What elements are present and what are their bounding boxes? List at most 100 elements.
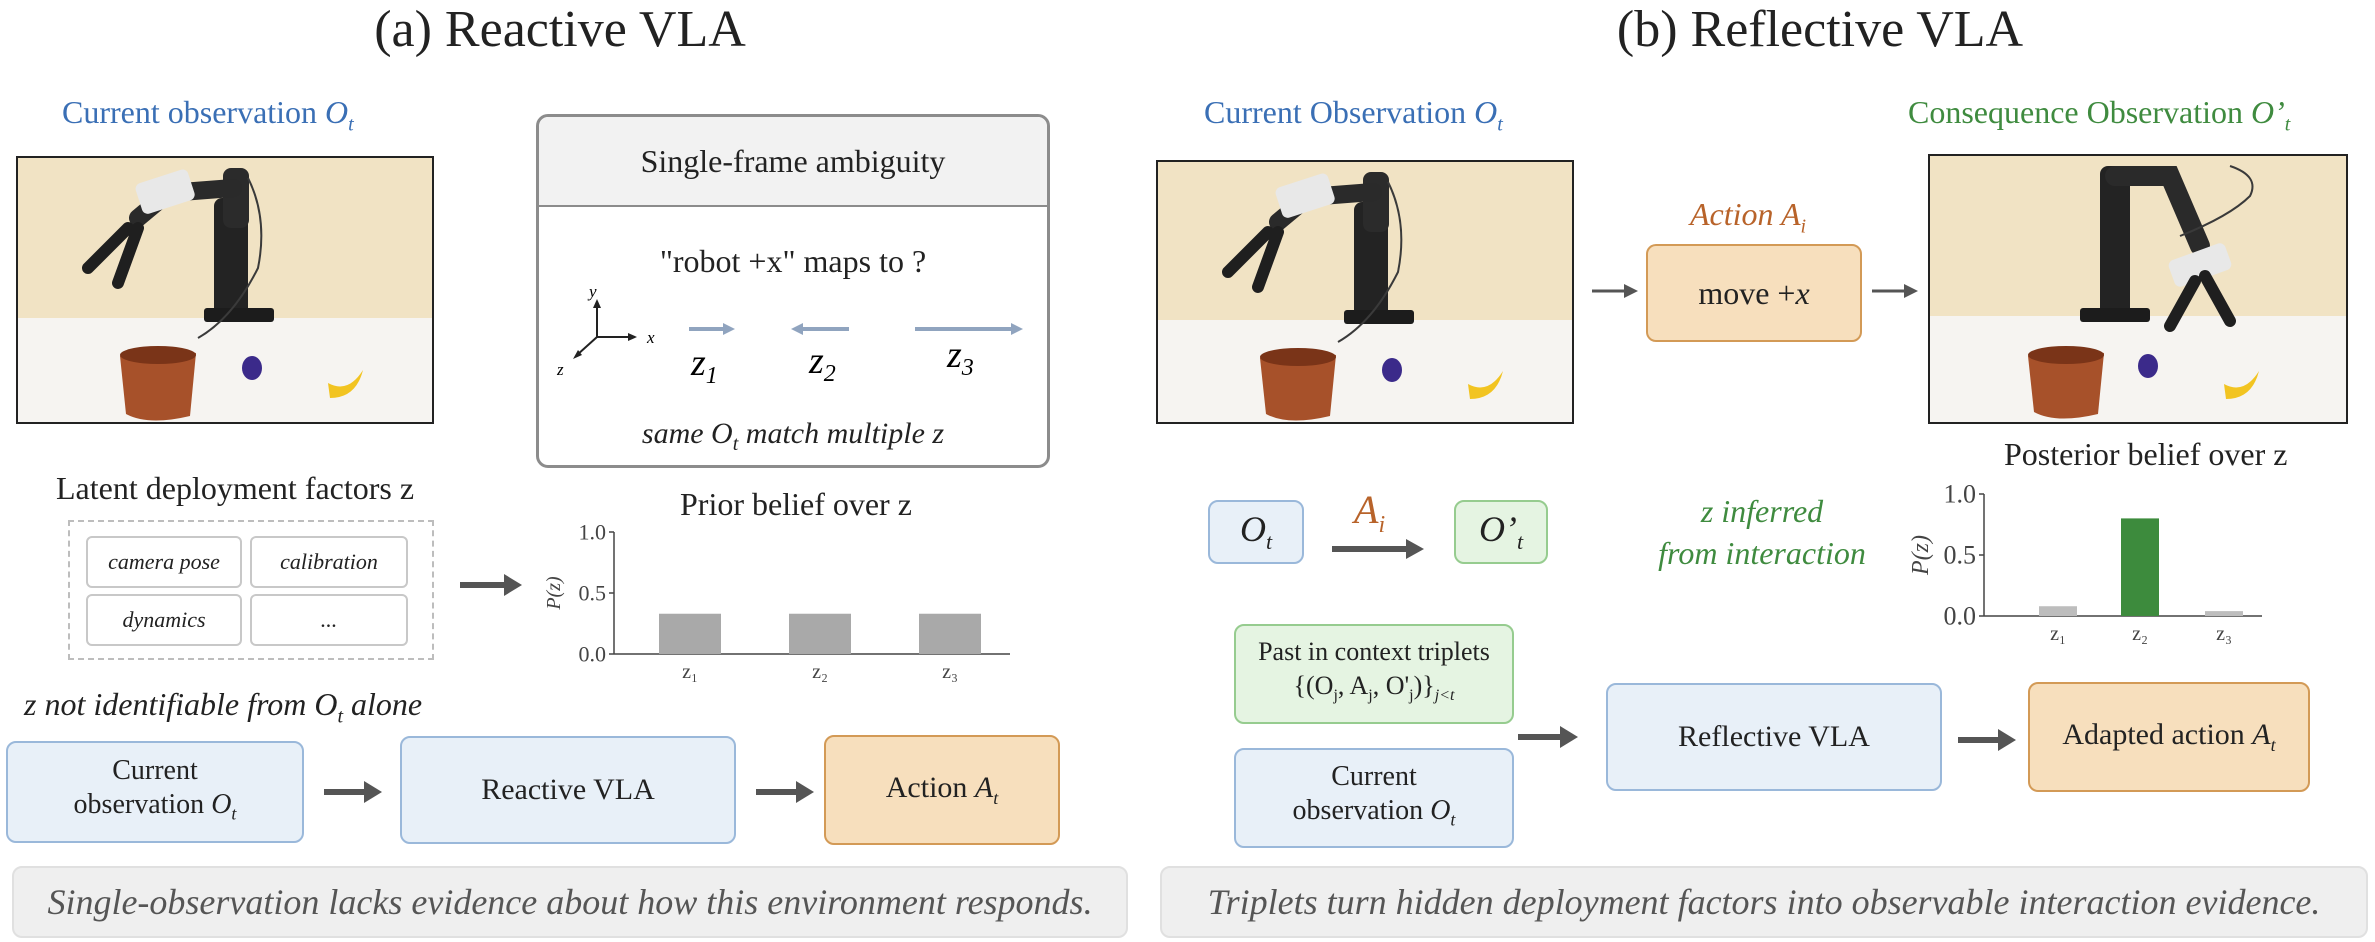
- obs-label-text: Current observation: [62, 94, 326, 130]
- triplet-a-sym: A: [1354, 487, 1379, 532]
- z3-label: z3: [946, 334, 974, 381]
- triplet-o2-sub: t: [1516, 529, 1524, 555]
- footer-pre: same: [641, 417, 712, 450]
- bar-3: [2205, 611, 2243, 616]
- xyz-axes-icon: y x z: [556, 282, 655, 379]
- prior-chart-title: Prior belief over z: [680, 486, 912, 522]
- triplet-o-sym: O: [1239, 509, 1266, 550]
- action-i-sub: i: [1800, 215, 1807, 238]
- ambiguity-header: Single-frame ambiguity: [539, 117, 1047, 207]
- triplet-o-box: Ot: [1208, 500, 1304, 564]
- obs-b-sym: O: [1474, 94, 1498, 130]
- obs-b2-sub: t: [1450, 809, 1456, 830]
- single-frame-ambiguity-box: Single-frame ambiguity "robot +x" maps t…: [536, 114, 1050, 468]
- action-sub: t: [993, 788, 999, 808]
- cons-sub: t: [2284, 113, 2291, 136]
- ambiguity-footer: same Ot match multiple z: [539, 417, 1047, 456]
- action-i-label: Action Ai: [1690, 196, 1806, 238]
- z1-label: z1: [690, 342, 718, 387]
- adapted-sub: t: [2270, 735, 2276, 755]
- move-x-box: move +x: [1646, 244, 1862, 342]
- factor-dynamics: dynamics: [86, 594, 242, 646]
- robot-photo-current-a: [16, 156, 434, 424]
- category-label: z₂: [2132, 623, 2148, 645]
- axis-z-label: z: [556, 360, 564, 379]
- category-label: z₃: [2216, 623, 2232, 645]
- obs-box-sub: t: [231, 803, 237, 824]
- obs-b2-sym: O: [1430, 794, 1451, 826]
- obs-label-symbol: O: [325, 94, 349, 130]
- triplet-arrow-icon: [1332, 539, 1424, 559]
- current-observation-label: Current observation Ot: [62, 94, 354, 136]
- move-sym: x: [1795, 274, 1810, 311]
- category-label: z₁: [682, 661, 698, 683]
- cons-sym: O’: [2251, 94, 2285, 130]
- z2-arrow-icon: [791, 323, 849, 335]
- action-i-sym: A: [1780, 196, 1801, 232]
- axis-y-label: y: [587, 282, 597, 301]
- pipeline-arrow-a1-icon: [324, 781, 382, 803]
- latent-factors-group: camera pose calibration dynamics ...: [68, 520, 434, 660]
- obs-box-line2: observation: [73, 788, 212, 820]
- panel-a-title: (a) Reactive VLA: [374, 1, 746, 58]
- obs-b-text: Current Observation: [1204, 94, 1475, 130]
- y-tick-label: 1.0: [579, 519, 607, 544]
- obs-box-line1: Current: [112, 754, 198, 786]
- past-l2-mid: , A: [1337, 670, 1369, 700]
- reflective-vla-box: Reflective VLA: [1606, 683, 1942, 791]
- past-triplets-box: Past in context triplets {(Oj, Aj, O'j)}…: [1234, 624, 1514, 724]
- triplet-a-sub: i: [1378, 512, 1386, 538]
- obs-label-sub: t: [348, 113, 354, 136]
- consequence-observation-label: Consequence Observation O’t: [1908, 94, 2290, 136]
- not-identifiable-note: z not identifiable from Ot alone: [24, 686, 422, 728]
- action-i-text: Action: [1690, 196, 1781, 232]
- past-l2-j3: j: [1409, 687, 1414, 705]
- robot-photo-consequence: [1928, 154, 2348, 424]
- y-axis-label: P(z): [1908, 535, 1934, 576]
- y-axis-label: P(z): [543, 576, 565, 611]
- ni-post: alone: [343, 686, 423, 722]
- footer-sym: O: [711, 417, 733, 450]
- z1-arrow-icon: [689, 323, 735, 335]
- category-label: z₁: [2050, 623, 2066, 645]
- axis-x-label: x: [646, 328, 655, 347]
- bar-3: [919, 613, 981, 654]
- past-line1: Past in context triplets: [1258, 636, 1490, 666]
- factors-to-prior-arrow-icon: [460, 574, 522, 596]
- past-l2-mid2: , O': [1372, 670, 1410, 700]
- arrow-to-action-icon: [1592, 284, 1638, 298]
- bar-1: [2039, 606, 2077, 616]
- factor-calibration: calibration: [250, 536, 408, 588]
- posterior-chart-title: Posterior belief over z: [2004, 436, 2288, 472]
- panel-b-title: (b) Reflective VLA: [1616, 1, 2024, 58]
- past-l2-j2: j: [1368, 687, 1373, 705]
- past-l2-sub: j<t: [1434, 687, 1455, 705]
- cons-text: Consequence Observation: [1908, 94, 2252, 130]
- triplet-o-sub: t: [1265, 529, 1273, 555]
- y-tick-label: 1.0: [1944, 480, 1977, 509]
- pipeline-arrow-a2-icon: [756, 781, 814, 803]
- reactive-vla-box: Reactive VLA: [400, 736, 736, 844]
- triplet-a-label: Ai: [1354, 486, 1385, 539]
- move-text: move +: [1698, 274, 1796, 311]
- z3-arrow-icon: [915, 323, 1023, 335]
- category-label: z₂: [812, 661, 828, 683]
- current-observation-label-b: Current Observation Ot: [1204, 94, 1503, 136]
- obs-b-sub: t: [1497, 113, 1503, 136]
- factor-camera-pose: camera pose: [86, 536, 242, 588]
- y-tick-label: 0.0: [579, 641, 607, 666]
- adapted-text: Adapted action: [2062, 718, 2253, 751]
- arrow-to-consequence-icon: [1872, 284, 1918, 298]
- ambiguity-question: "robot +x" maps to ?: [659, 243, 927, 279]
- obs-b-line1: Current: [1331, 760, 1417, 792]
- obs-b-line2: observation: [1292, 794, 1431, 826]
- action-sym: A: [974, 771, 994, 804]
- inferred-line2: from interaction: [1658, 535, 1866, 571]
- past-l2-a: {(O: [1293, 670, 1334, 700]
- triplet-o-prime-box: O’t: [1454, 500, 1548, 564]
